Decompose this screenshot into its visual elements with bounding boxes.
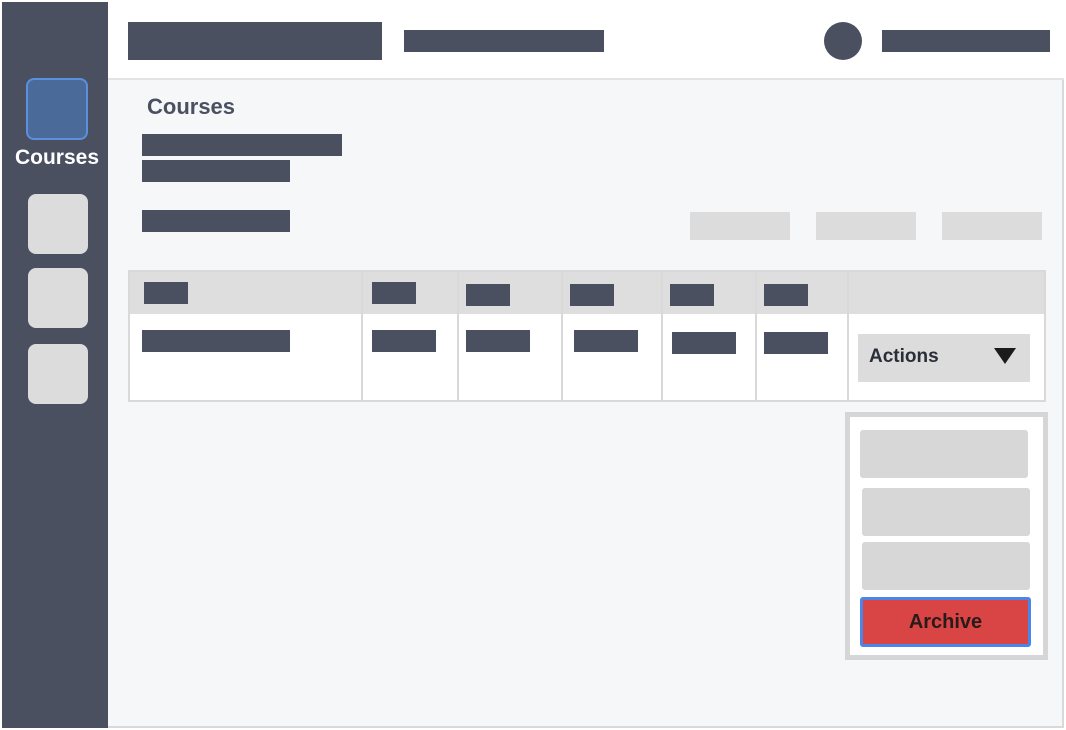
table-cell-5 (672, 332, 736, 354)
toolbar-button-2[interactable] (816, 212, 916, 240)
column-header-2[interactable] (372, 282, 416, 304)
actions-label: Actions (869, 346, 939, 367)
column-divider (661, 272, 663, 400)
header-logo-placeholder (128, 22, 382, 60)
sidebar-item-2[interactable] (28, 194, 88, 254)
actions-menu-item[interactable] (860, 430, 1028, 478)
column-divider (361, 272, 363, 400)
table-cell-3 (466, 330, 530, 352)
sidebar-item-3[interactable] (28, 268, 88, 328)
filter-label-placeholder (142, 210, 290, 232)
column-header-1[interactable] (144, 282, 188, 304)
sidebar-item-courses-label[interactable]: Courses (14, 146, 100, 169)
table-cell-6 (764, 332, 828, 354)
column-divider (755, 272, 757, 400)
actions-menu-item[interactable] (862, 542, 1030, 590)
avatar[interactable] (824, 22, 862, 60)
sidebar: Courses (2, 2, 108, 728)
toolbar-button-1[interactable] (690, 212, 790, 240)
sidebar-item-4[interactable] (28, 344, 88, 404)
table-cell-4 (574, 330, 638, 352)
column-divider (457, 272, 459, 400)
page-title: Courses (147, 94, 236, 119)
column-header-6[interactable] (764, 284, 808, 306)
column-header-5[interactable] (670, 284, 714, 306)
table-cell-2 (372, 330, 436, 352)
column-header-3[interactable] (466, 284, 510, 306)
actions-dropdown-button[interactable]: Actions (858, 334, 1030, 382)
subtitle-placeholder-2 (142, 160, 290, 182)
archive-button[interactable]: Archive (860, 597, 1031, 647)
user-name-placeholder (882, 30, 1050, 52)
header (108, 2, 1064, 80)
header-nav-placeholder[interactable] (404, 30, 604, 52)
column-divider (847, 272, 849, 400)
toolbar-button-3[interactable] (942, 212, 1042, 240)
actions-menu-item[interactable] (862, 488, 1030, 536)
caret-down-icon (994, 348, 1016, 364)
subtitle-placeholder (142, 134, 342, 156)
sidebar-item-courses[interactable] (26, 78, 88, 140)
table-cell-1[interactable] (142, 330, 290, 352)
column-header-4[interactable] (570, 284, 614, 306)
column-divider (561, 272, 563, 400)
